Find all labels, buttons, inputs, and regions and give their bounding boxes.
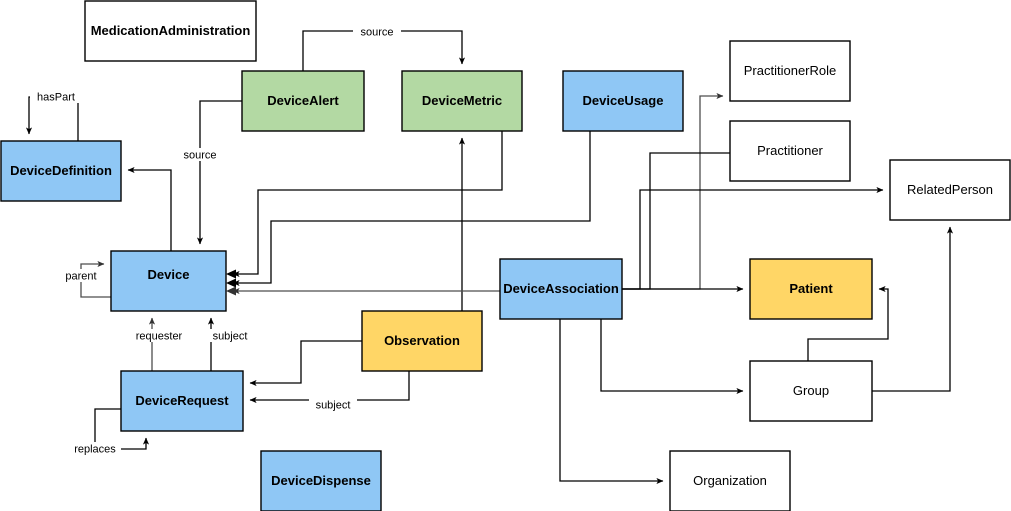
node-observation[interactable]: Observation: [361, 310, 483, 372]
edge-group-relatedperson: [872, 226, 954, 392]
node-rect-device-dispense[interactable]: [260, 450, 382, 511]
edge-devicedefinition-haspart: [25, 96, 79, 141]
node-label-group: Group: [793, 383, 829, 398]
edge-label-bg-parent: [58, 269, 104, 282]
node-device[interactable]: Device: [110, 250, 227, 312]
node-device-dispense[interactable]: DeviceDispense: [260, 450, 382, 511]
node-rect-medication-administration[interactable]: [84, 0, 257, 62]
node-label-device-dispense: DeviceDispense: [271, 473, 371, 488]
node-label-practitioner-role: PractitionerRole: [744, 63, 837, 78]
node-label-medication-administration: MedicationAdministration: [91, 23, 251, 38]
edge-label-requester: requester: [136, 330, 183, 342]
node-label-patient: Patient: [789, 281, 833, 296]
node-rect-device-metric[interactable]: [401, 70, 523, 132]
node-label-device-alert: DeviceAlert: [267, 93, 339, 108]
node-rect-organization[interactable]: [669, 450, 791, 511]
edge-label-subject-device: subject: [213, 330, 248, 342]
edge-group-patient: [807, 285, 889, 361]
node-rect-device[interactable]: [110, 250, 227, 312]
edge-deviceusage-device: [232, 131, 591, 287]
arrowhead-device-right-1: [226, 269, 236, 279]
node-rect-practitioner-role[interactable]: [729, 40, 851, 102]
node-label-device-association: DeviceAssociation: [503, 281, 619, 296]
edge-label-bg-subject-device: [206, 329, 254, 342]
node-practitioner[interactable]: Practitioner: [729, 120, 851, 182]
edge-label-bg-haspart: [30, 90, 82, 103]
node-related-person[interactable]: RelatedPerson: [889, 159, 1011, 221]
node-device-metric[interactable]: DeviceMetric: [401, 70, 523, 132]
node-label-device-usage: DeviceUsage: [583, 93, 664, 108]
node-label-device-metric: DeviceMetric: [422, 93, 502, 108]
edge-label-parent: parent: [65, 270, 96, 282]
edge-device-devicedefinition: [127, 166, 172, 251]
node-rect-device-definition[interactable]: [0, 140, 122, 202]
node-rect-observation[interactable]: [361, 310, 483, 372]
node-rect-device-request[interactable]: [120, 370, 244, 432]
node-practitioner-role[interactable]: PractitionerRole: [729, 40, 851, 102]
node-medication-administration[interactable]: MedicationAdministration: [84, 0, 257, 62]
node-organization[interactable]: Organization: [669, 450, 791, 511]
edge-label-replaces: replaces: [74, 443, 116, 455]
edge-deviceassociation-practitioner: [622, 152, 730, 290]
node-patient[interactable]: Patient: [749, 258, 873, 320]
node-label-device: Device: [148, 267, 190, 282]
node-device-alert[interactable]: DeviceAlert: [241, 70, 365, 132]
edge-label-layer: hasPart source source parent requester s…: [30, 25, 401, 455]
arrowhead-device-right-2: [226, 278, 236, 288]
arrowhead-device-right-3: [226, 286, 236, 296]
node-device-request[interactable]: DeviceRequest: [120, 370, 244, 432]
edge-label-bg-requester: [128, 329, 190, 342]
node-label-practitioner: Practitioner: [757, 143, 823, 158]
edge-devicemetric-device: [232, 131, 503, 278]
node-label-related-person: RelatedPerson: [907, 182, 993, 197]
edge-observation-devicerequest-subject: [249, 371, 410, 404]
node-rect-patient[interactable]: [749, 258, 873, 320]
node-group[interactable]: Group: [749, 360, 873, 422]
edge-deviceassociation-organization: [559, 319, 664, 485]
edge-label-bg-source-device: [176, 148, 224, 161]
arrowhead-overlay-layer: [226, 269, 236, 296]
edge-devicealert-device-source: [196, 100, 242, 245]
node-rect-device-alert[interactable]: [241, 70, 365, 132]
edge-label-bg-subject-request: [309, 398, 357, 411]
edge-observation-devicerequest: [249, 340, 362, 387]
edge-label-subject-request: subject: [316, 399, 351, 411]
node-device-association[interactable]: DeviceAssociation: [499, 258, 623, 320]
edge-label-haspart: hasPart: [37, 91, 75, 103]
node-label-observation: Observation: [384, 333, 460, 348]
node-label-device-definition: DeviceDefinition: [10, 163, 112, 178]
edge-label-source-alert-device: source: [183, 149, 216, 161]
node-rect-practitioner[interactable]: [729, 120, 851, 182]
edge-deviceassociation-group: [600, 319, 744, 395]
node-label-device-request: DeviceRequest: [135, 393, 229, 408]
edge-layer: [25, 30, 954, 485]
node-rect-related-person[interactable]: [889, 159, 1011, 221]
edge-label-source-alert-metric: source: [360, 26, 393, 38]
edge-label-bg-replaces: [71, 442, 121, 455]
node-label-organization: Organization: [693, 473, 767, 488]
node-device-usage[interactable]: DeviceUsage: [562, 70, 684, 132]
node-rect-device-usage[interactable]: [562, 70, 684, 132]
node-rect-device-association[interactable]: [499, 258, 623, 320]
node-device-definition[interactable]: DeviceDefinition: [0, 140, 122, 202]
node-rect-group[interactable]: [749, 360, 873, 422]
edge-label-bg-source-metric: [353, 25, 401, 38]
